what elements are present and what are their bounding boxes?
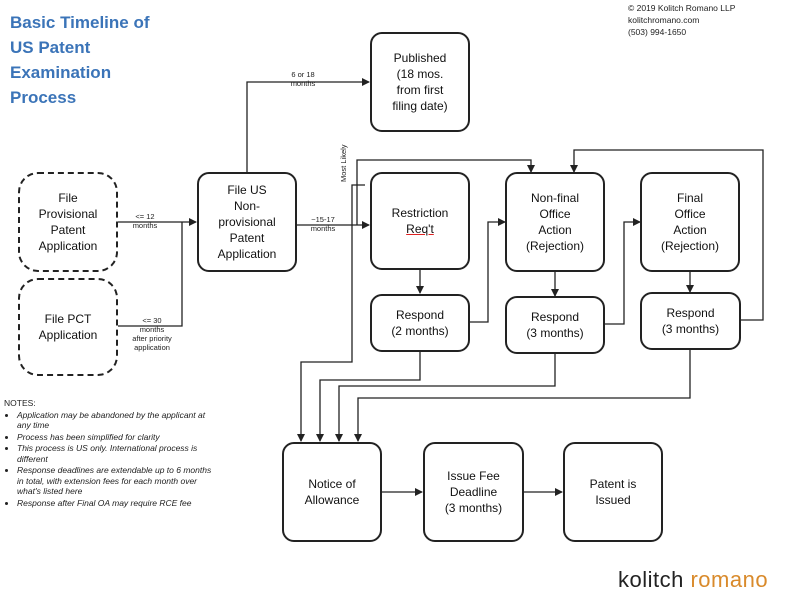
copyright-block: © 2019 Kolitch Romano LLP kolitchromano.…: [628, 2, 735, 38]
edge-most-likely-to-nonfinal: [356, 159, 535, 225]
note-item: Response after Final OA may require RCE …: [17, 498, 214, 509]
node-file-provisional: File Provisional Patent Application: [18, 172, 118, 272]
brand-word-kolitch: kolitch: [618, 567, 691, 592]
node-file-pct: File PCT Application: [18, 278, 118, 376]
notes-list: Application may be abandoned by the appl…: [4, 410, 214, 509]
edge-label-restriction: ~15-17 months: [310, 215, 336, 233]
website-text: kolitchromano.com: [628, 15, 700, 25]
copyright-text: © 2019 Kolitch Romano LLP: [628, 3, 736, 13]
edge-respond3-to-allowance: [335, 354, 556, 442]
node-nonfinal-office-action: Non-final Office Action (Rejection): [505, 172, 605, 272]
edge-label-pct: <= 30 months after priority application: [132, 316, 172, 352]
note-item: Application may be abandoned by the appl…: [17, 410, 214, 431]
node-respond-restriction: Respond (2 months): [370, 294, 470, 352]
phone-text: (503) 994-1650: [628, 27, 687, 37]
brand-word-romano: romano: [690, 567, 769, 592]
edge-file-us-to-published: [246, 78, 370, 173]
node-restriction-req: Restriction Req't: [370, 172, 470, 270]
edge-respond2-to-nonfinal: [470, 218, 506, 323]
edge-label-most-likely: Most Likely: [339, 144, 348, 182]
node-respond-final: Respond (3 months): [640, 292, 741, 350]
node-issue-fee-deadline: Issue Fee Deadline (3 months): [423, 442, 524, 542]
brand-logo: kolitch romano: [618, 567, 768, 593]
title-line: Examination: [10, 63, 112, 82]
title-line: Process: [10, 88, 77, 107]
notes-block: NOTES: Application may be abandoned by t…: [4, 398, 214, 509]
title-line: Basic Timeline of: [10, 13, 150, 32]
note-item: Process has been simplified for clarity: [17, 432, 214, 443]
edge-label-published: 6 or 18 months: [290, 70, 316, 88]
notes-heading: NOTES:: [4, 398, 36, 408]
note-item: This process is US only. International p…: [17, 443, 214, 464]
node-file-us-nonprovisional: File US Non- provisional Patent Applicat…: [197, 172, 297, 272]
edge-label-provisional: <= 12 months: [132, 212, 158, 230]
diagram-title: Basic Timeline of US Patent Examination …: [10, 10, 200, 110]
node-respond-nonfinal: Respond (3 months): [505, 296, 605, 354]
edge-pct-to-file-us: [118, 222, 183, 327]
title-line: US Patent: [10, 38, 91, 57]
edge-respond2-to-allowance: [316, 352, 421, 442]
edge-respond-final-loop: [570, 149, 764, 321]
node-notice-of-allowance: Notice of Allowance: [282, 442, 382, 542]
edge-respond-final-to-allowance: [354, 350, 691, 442]
node-final-office-action: Final Office Action (Rejection): [640, 172, 740, 272]
note-item: Response deadlines are extendable up to …: [17, 465, 214, 497]
edge-restriction-to-allowance: [297, 184, 365, 442]
node-published: Published (18 mos. from first filing dat…: [370, 32, 470, 132]
edge-respond3-to-final: [605, 218, 641, 325]
node-patent-issued: Patent is Issued: [563, 442, 663, 542]
